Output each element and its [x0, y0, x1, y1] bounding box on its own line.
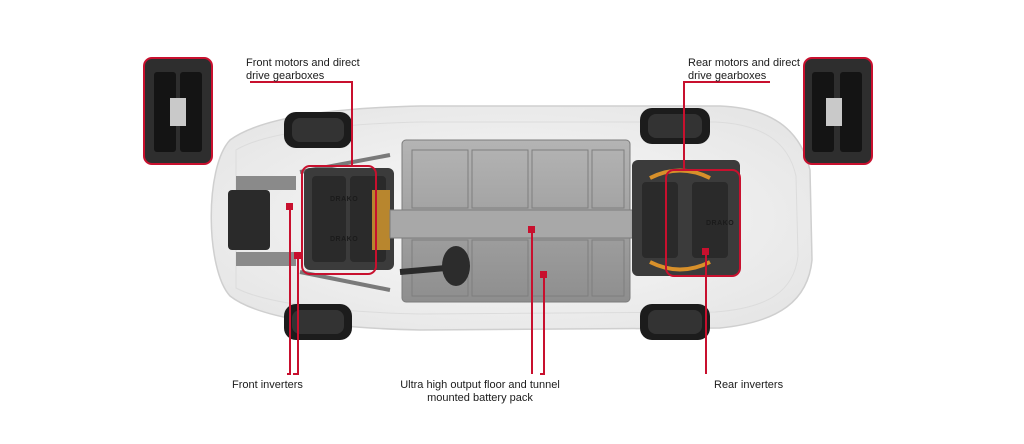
rear-motor-logo: DRAKO [706, 220, 735, 227]
front-right-wheel [284, 304, 352, 340]
label-rear-inverters: Rear inverters [714, 379, 784, 391]
rear-left-wheel [640, 108, 710, 144]
front-motors-leader [250, 81, 353, 166]
front-motor-logo-1: DRAKO [330, 196, 359, 203]
rear-motors-leader [683, 81, 770, 170]
front-motors-highlight [301, 165, 377, 275]
label-front-motors: Front motors and direct drive gearboxes [246, 57, 360, 82]
front-left-wheel [284, 112, 352, 148]
steering-column [399, 246, 470, 286]
callout-lines [250, 81, 770, 375]
battery-pack [389, 139, 641, 303]
front-motor-detail-inset [143, 57, 213, 165]
front-inverters-leader-a [287, 207, 291, 375]
front-inverters-leader-b [293, 256, 299, 375]
callout-markers [286, 203, 709, 278]
rear-motor-assembly [632, 160, 740, 276]
rear-right-wheel [640, 304, 710, 340]
battery-leader-b [540, 275, 545, 375]
rear-motors-highlight [665, 169, 741, 277]
label-rear-motors: Rear motors and direct drive gearboxes [688, 57, 800, 82]
label-battery-pack: Ultra high output floor and tunnel mount… [400, 379, 560, 404]
front-motor-logo-2: DRAKO [330, 236, 359, 243]
rear-motor-detail-inset [803, 57, 873, 165]
front-motor-assembly [304, 168, 394, 270]
label-front-inverters: Front inverters [232, 379, 303, 391]
